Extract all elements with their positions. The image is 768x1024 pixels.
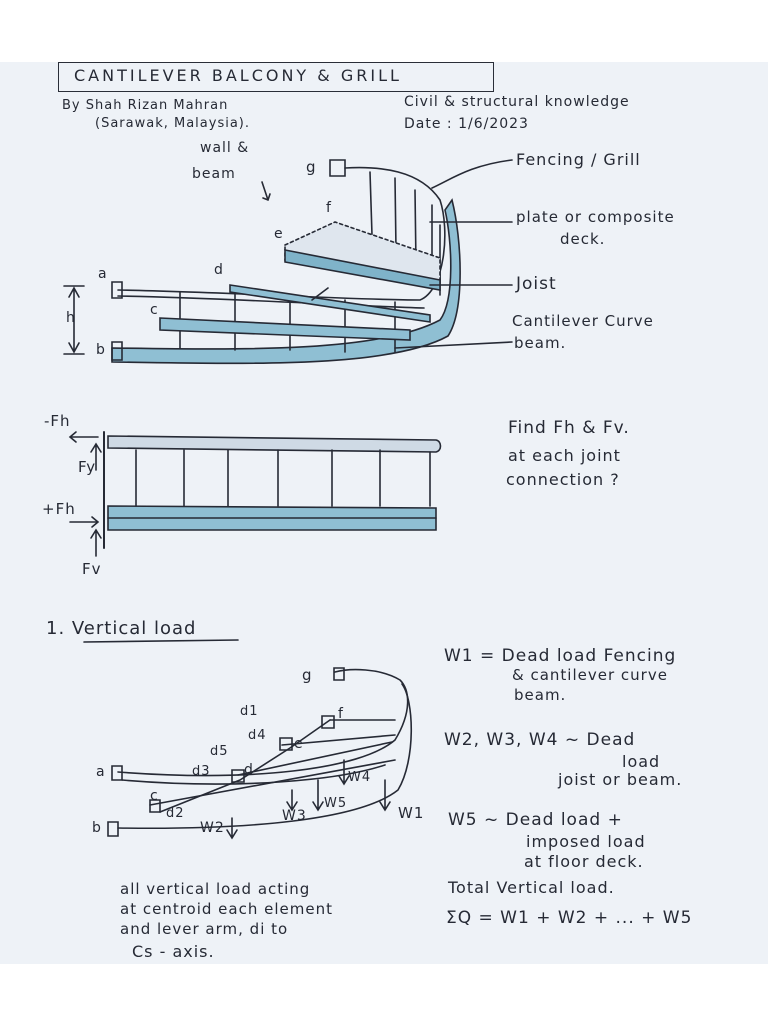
point-b-label: b <box>96 342 106 358</box>
lever-d4: d4 <box>248 728 267 743</box>
balcony-isometric-sketch <box>63 159 513 365</box>
s1-point-a: a <box>96 764 106 780</box>
deck-callout-1: plate or composite <box>516 208 675 226</box>
title-box <box>58 62 494 92</box>
w1-definition-3: beam. <box>514 686 567 704</box>
s1-point-g: g <box>302 666 313 684</box>
section-heading: 1. Vertical load <box>46 618 197 639</box>
wall-label: wall & <box>200 140 250 156</box>
total-load-formula: ΣQ = W1 + W2 + ... + W5 <box>446 908 693 928</box>
joist-callout: Joist <box>516 274 557 294</box>
vertical-load-sketch <box>107 667 413 840</box>
note-line-3: and lever arm, di to <box>120 920 289 938</box>
w234-definition-1: W2, W3, W4 ~ Dead <box>444 730 636 750</box>
height-h-label: h <box>66 310 76 326</box>
deck-callout-2: deck. <box>560 230 606 248</box>
w1-definition-1: W1 = Dead load Fencing <box>444 646 677 666</box>
s1-point-d: d <box>244 762 254 778</box>
curve-beam-callout-1: Cantilever Curve <box>512 312 654 330</box>
w5-definition-3: at floor deck. <box>524 852 644 871</box>
beam-label: beam <box>192 166 236 182</box>
w5-definition-2: imposed load <box>526 832 646 851</box>
note-line-2: at centroid each element <box>120 900 333 918</box>
question-line-3: connection ? <box>506 470 620 489</box>
load-w4: W4 <box>348 770 372 785</box>
point-d-label: d <box>214 262 224 278</box>
load-w1: W1 <box>398 804 425 822</box>
lever-d2: d2 <box>166 806 185 821</box>
lever-d5: d5 <box>210 744 229 759</box>
author-name: By Shah Rizan Mahran <box>62 98 229 113</box>
w1-definition-2: & cantilever curve <box>512 666 668 684</box>
point-f-label: f <box>326 200 332 216</box>
note-line-1: all vertical load acting <box>120 880 311 898</box>
heading-underline <box>83 639 239 643</box>
s1-point-b: b <box>92 820 102 836</box>
lever-d1: d1 <box>240 704 259 719</box>
fy-upper-label: Fy <box>78 458 97 476</box>
question-line-2: at each joint <box>508 446 621 465</box>
page-title: CANTILEVER BALCONY & GRILL <box>74 66 402 85</box>
s1-point-c: c <box>150 788 159 804</box>
subject-line: Civil & structural knowledge <box>404 94 630 110</box>
load-w3: W3 <box>282 808 307 824</box>
lever-d3: d3 <box>192 764 211 779</box>
point-g-label: g <box>306 158 317 176</box>
s1-point-e: e <box>294 736 304 752</box>
fv-lower-label: Fv <box>82 560 102 578</box>
load-w5: W5 <box>324 796 348 811</box>
load-w2: W2 <box>200 820 225 836</box>
note-line-4: Cs - axis. <box>132 942 215 961</box>
w234-definition-3: joist or beam. <box>558 770 683 789</box>
curve-beam-callout-2: beam. <box>514 334 567 352</box>
point-a-label: a <box>98 266 108 282</box>
date-line: Date : 1/6/2023 <box>404 116 529 132</box>
w234-definition-2: load <box>622 752 661 771</box>
question-line-1: Find Fh & Fv. <box>508 418 630 438</box>
author-location: (Sarawak, Malaysia). <box>95 116 251 131</box>
w5-definition-1: W5 ~ Dead load + <box>448 810 623 830</box>
fencing-callout: Fencing / Grill <box>516 150 641 169</box>
s1-point-f: f <box>338 706 344 722</box>
neg-fh-label: -Fh <box>44 412 71 430</box>
point-e-label: e <box>274 226 284 242</box>
total-load-label: Total Vertical load. <box>448 878 615 897</box>
pos-fh-label: +Fh <box>42 500 76 518</box>
grill-elevation-sketch <box>68 431 442 557</box>
point-c-label: c <box>150 302 159 318</box>
